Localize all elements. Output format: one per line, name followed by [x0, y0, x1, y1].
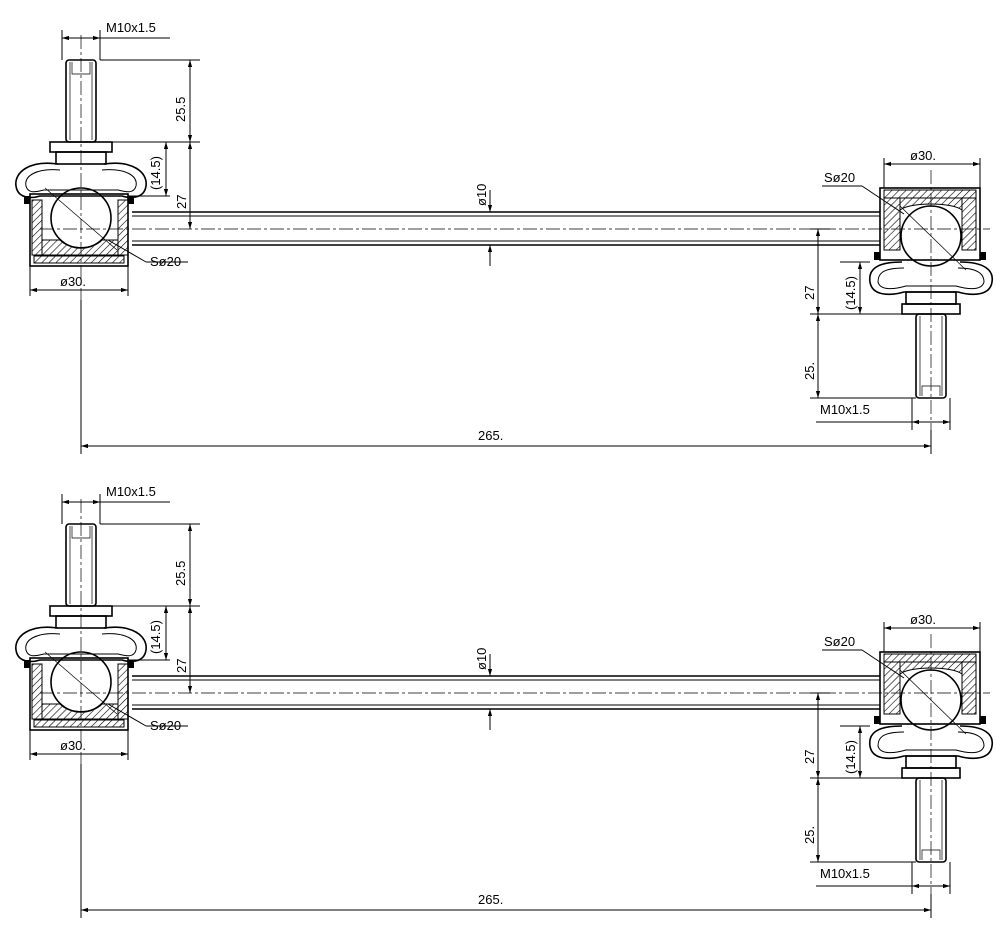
dim-left-thread: M10x1.5 — [106, 484, 156, 499]
dim-left-housing: ø30. — [60, 738, 86, 753]
dim-left-stud-length: 25.5 — [173, 561, 188, 586]
dim-right-stud-length: 25. — [802, 362, 817, 380]
dim-left-neck: (14.5) — [148, 620, 163, 654]
dim-right-housing: ø30. — [910, 612, 936, 627]
dim-right-height: 27 — [802, 750, 817, 764]
dim-right-stud-length: 25. — [802, 826, 817, 844]
dim-left-height: 27 — [174, 195, 189, 209]
dim-right-ball: Sø20 — [824, 170, 855, 185]
dim-right-thread: M10x1.5 — [820, 402, 870, 417]
drawing-lower: M10x1.5 25.5 (14.5) 27 Sø20 ø30. ø10 ø30… — [16, 484, 992, 918]
dim-overall-length: 265. — [478, 428, 503, 443]
dim-left-height: 27 — [174, 659, 189, 673]
dim-left-thread: M10x1.5 — [106, 20, 156, 35]
dim-right-ball: Sø20 — [824, 634, 855, 649]
dim-rod-diameter: ø10 — [474, 648, 489, 670]
dim-right-neck: (14.5) — [843, 740, 858, 774]
dim-right-housing: ø30. — [910, 148, 936, 163]
dim-left-stud-length: 25.5 — [173, 97, 188, 122]
dim-right-height: 27 — [802, 286, 817, 300]
dim-overall-length: 265. — [478, 892, 503, 907]
dim-right-neck: (14.5) — [843, 276, 858, 310]
drawing-upper: M10x1.5 25.5 (14.5) 27 Sø20 ø30. ø10 ø30… — [16, 20, 992, 454]
dim-left-housing: ø30. — [60, 274, 86, 289]
dim-left-neck: (14.5) — [148, 156, 163, 190]
dim-rod-diameter: ø10 — [474, 184, 489, 206]
dim-right-thread: M10x1.5 — [820, 866, 870, 881]
dim-left-ball: Sø20 — [150, 718, 181, 733]
dim-left-ball: Sø20 — [150, 254, 181, 269]
